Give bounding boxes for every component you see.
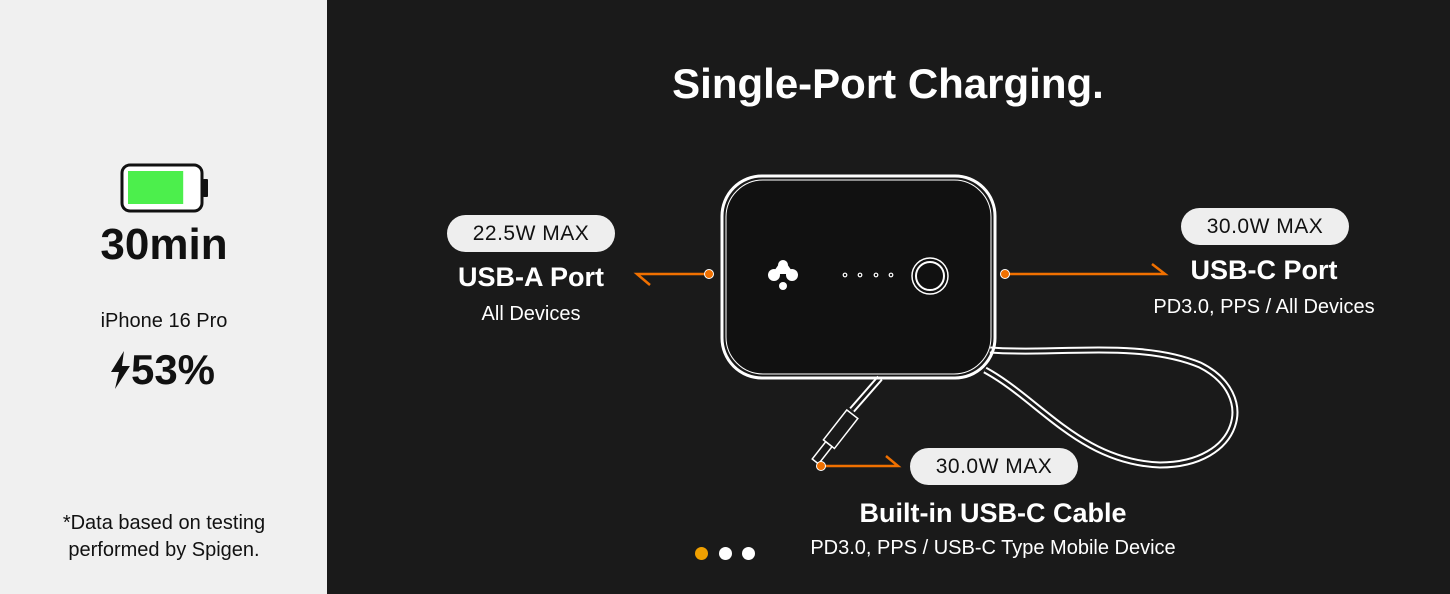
- lightning-icon: [110, 351, 130, 389]
- footnote-line: *Data based on testing: [62, 512, 266, 534]
- callout-lines: [633, 263, 1169, 468]
- usb-a-port-label: USB-A Port: [458, 262, 604, 292]
- cable-detail: PD3.0, PPS / USB-C Type Mobile Device: [810, 537, 1176, 559]
- callout-dots: [704, 269, 1010, 471]
- charge-percent: 53%: [130, 346, 216, 393]
- carousel-dot[interactable]: [742, 547, 755, 560]
- power-button-icon: [911, 257, 949, 295]
- charge-duration: 30min: [100, 220, 228, 269]
- cable-label: Built-in USB-C Cable: [859, 498, 1127, 528]
- usb-a-power-badge: 22.5W MAX: [447, 215, 615, 252]
- usb-c-port-detail: PD3.0, PPS / All Devices: [1153, 296, 1375, 318]
- footnote: *Data based on testing performed by Spig…: [63, 510, 265, 564]
- cable-power-badge: 30.0W MAX: [910, 448, 1078, 485]
- left-info-panel: 30min iPhone 16 Pro 53% *Data based on t…: [0, 0, 327, 594]
- spigen-logo-icon: [768, 260, 798, 290]
- led-indicator-icons: [842, 272, 894, 278]
- device-name: iPhone 16 Pro: [100, 310, 228, 332]
- carousel-dot[interactable]: [719, 547, 732, 560]
- carousel-dot-active[interactable]: [695, 547, 708, 560]
- usb-c-port-label: USB-C Port: [1190, 255, 1338, 285]
- cable-connector: [811, 408, 859, 466]
- battery-icon: [120, 163, 208, 213]
- usb-a-port-detail: All Devices: [481, 303, 581, 325]
- footnote-line: performed by Spigen.: [68, 539, 260, 561]
- usb-c-power-badge: 30.0W MAX: [1181, 208, 1349, 245]
- charge-result: 53%: [109, 346, 215, 394]
- page-title: Single-Port Charging.: [672, 60, 1104, 107]
